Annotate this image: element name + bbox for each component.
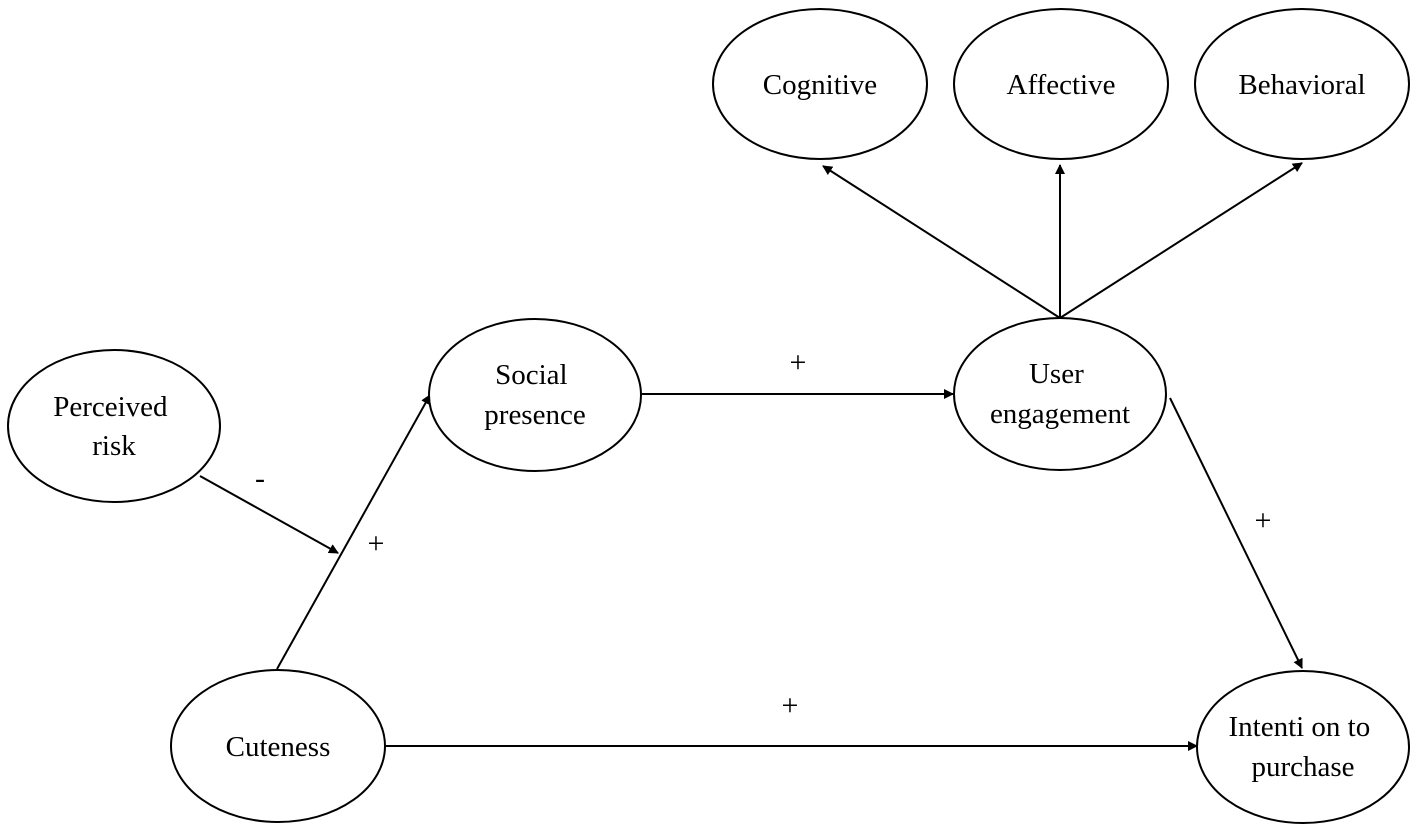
node-label-intention-line2: purchase (1251, 751, 1354, 783)
node-label-perceived-risk-line1: Perceived (53, 391, 168, 423)
edge-cuteness-to-intention: + (385, 689, 1198, 751)
svg-text:Cognitive: Cognitive (763, 69, 877, 101)
edge-sign-risk-to-path: - (255, 462, 265, 495)
edge-sign-engagement-to-intention: + (1255, 504, 1272, 537)
node-label-affective: Affective (1007, 69, 1116, 101)
node-label-cuteness: Cuteness (226, 731, 331, 763)
node-cuteness: Cuteness (170, 669, 386, 823)
node-label-intention-line1: Intenti on to (1228, 711, 1370, 743)
node-cognitive: Cognitive (712, 8, 928, 160)
node-label-social-presence-line1: Social (495, 359, 568, 391)
edge-engagement-to-behavioral (1059, 162, 1303, 319)
node-label-cognitive: Cognitive (763, 69, 877, 101)
node-behavioral: Behavioral (1194, 8, 1410, 160)
node-user-engagement: User engagement (953, 317, 1167, 471)
edge-sign-social-to-engagement: + (790, 346, 807, 379)
edge-sign-cuteness-to-social: + (368, 527, 385, 560)
node-intention-to-purchase: Intenti on to purchase (1196, 670, 1410, 824)
edge-risk-to-path: - (199, 462, 339, 554)
node-label-behavioral: Behavioral (1238, 69, 1365, 101)
svg-text:Affective: Affective (1007, 69, 1116, 101)
node-affective: Affective (953, 8, 1169, 160)
node-perceived-risk: Perceived risk (7, 349, 221, 503)
edge-sign-cuteness-to-intention: + (782, 689, 799, 722)
node-social-presence: Social presence (428, 318, 642, 472)
node-label-social-presence-line2: presence (484, 399, 585, 431)
svg-text:Perceived risk: Perceived risk (53, 391, 175, 462)
edge-social-to-engagement: + (642, 346, 954, 399)
edge-cuteness-to-social: + (276, 394, 431, 670)
node-label-user-engagement-line2: engagement (990, 398, 1130, 430)
svg-text:User engagement: User engagement (990, 358, 1130, 430)
node-label-user-engagement-line1: User (1029, 358, 1084, 390)
svg-text:Behavioral: Behavioral (1238, 69, 1365, 101)
edge-engagement-to-cognitive (822, 165, 1061, 319)
svg-text:Cuteness: Cuteness (226, 731, 331, 763)
node-label-perceived-risk-line2: risk (92, 430, 136, 462)
svg-text:Intenti on to purchase: Intenti on to purchase (1228, 711, 1377, 783)
edge-engagement-to-intention: + (1169, 397, 1303, 669)
svg-text:Social presence: Social presence (484, 359, 585, 431)
